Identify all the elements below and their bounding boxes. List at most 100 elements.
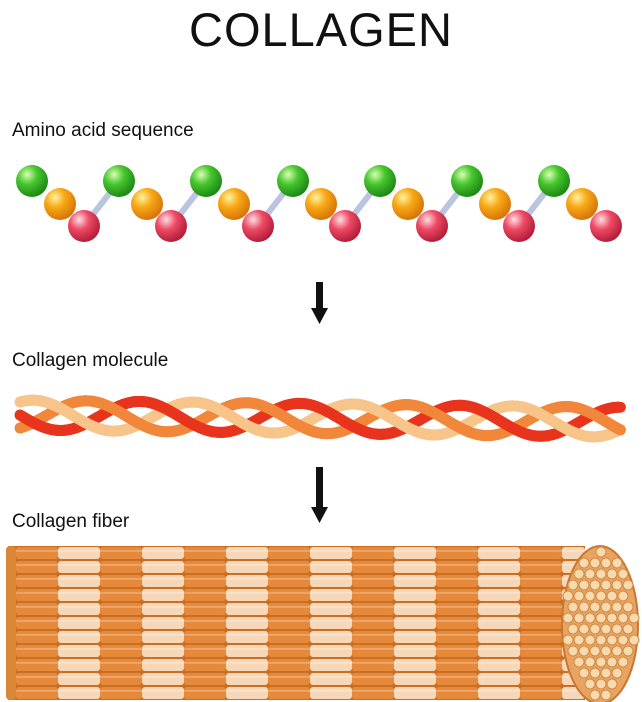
fibril-dark-band <box>436 645 478 657</box>
fibril-dark-band <box>436 603 478 615</box>
fibril-dark-band <box>100 659 142 671</box>
hydroxyproline-sphere <box>416 210 448 242</box>
fibril-light-band <box>142 547 184 559</box>
fibril-light-band <box>310 673 352 685</box>
fibril-dark-band <box>436 547 478 559</box>
fibril-end <box>600 579 612 591</box>
glycine-sphere <box>277 165 309 197</box>
fibril-dark-band <box>16 673 58 685</box>
fibril-end <box>595 678 607 690</box>
fibril-light-band <box>394 547 436 559</box>
fibril-end <box>622 623 634 635</box>
fibril-dark-band <box>184 673 226 685</box>
fibril-dark-band <box>184 547 226 559</box>
fibril-end <box>589 601 601 613</box>
hydroxyproline-sphere <box>329 210 361 242</box>
fibril-light-band <box>58 631 100 643</box>
collagen-fiber-label: Collagen fiber <box>12 511 130 532</box>
fibril-dark-band <box>100 617 142 629</box>
fibril-dark-band <box>100 631 142 643</box>
fibril-end <box>606 590 618 602</box>
fibril-light-band <box>478 561 520 573</box>
fibril-light-band <box>142 589 184 601</box>
fibril-light-band <box>478 589 520 601</box>
fibril-light-band <box>142 645 184 657</box>
fibril-end <box>578 645 590 657</box>
fibril-light-band <box>226 659 268 671</box>
fibril-end <box>606 634 618 646</box>
helix-strand-segment <box>172 409 186 423</box>
fibril-end <box>600 623 612 635</box>
fibril-end <box>567 623 579 635</box>
fibril-end <box>567 601 579 613</box>
fibril-end <box>573 568 585 580</box>
fibril-end <box>622 601 634 613</box>
fibril-end <box>611 601 623 613</box>
fibril-light-band <box>226 631 268 643</box>
fibril-dark-band <box>520 631 562 643</box>
fibril-end <box>600 645 612 657</box>
fibril-light-band <box>58 645 100 657</box>
fibril-end <box>573 590 585 602</box>
fibril-dark-band <box>16 589 58 601</box>
fibril-end <box>595 568 607 580</box>
fibril-end <box>589 667 601 679</box>
fibril-light-band <box>142 687 184 699</box>
fibril-end <box>600 689 612 701</box>
fibril-dark-band <box>268 561 310 573</box>
fibril-dark-band <box>268 547 310 559</box>
fibril-light-band <box>394 659 436 671</box>
fibril-light-band <box>310 645 352 657</box>
fibril-dark-band <box>352 673 394 685</box>
fibril-light-band <box>310 659 352 671</box>
fibril-end <box>589 689 601 701</box>
fibril-end <box>611 557 623 569</box>
fibril-end <box>578 579 590 591</box>
fibril-dark-band <box>268 603 310 615</box>
fibril-dark-band <box>268 645 310 657</box>
fibril-dark-band <box>520 575 562 587</box>
helix-strand-segment <box>547 415 561 429</box>
fibril-dark-band <box>16 575 58 587</box>
fibril-light-band <box>226 561 268 573</box>
fibril-dark-band <box>184 561 226 573</box>
fibril-light-band <box>226 645 268 657</box>
fibril-end <box>617 568 629 580</box>
fibril-end <box>628 634 640 646</box>
fibril-dark-band <box>352 631 394 643</box>
fibril-dark-band <box>184 659 226 671</box>
fibril-light-band <box>478 687 520 699</box>
fibril-light-band <box>142 659 184 671</box>
fibril-light-band <box>394 673 436 685</box>
fibril-dark-band <box>100 547 142 559</box>
fibril-dark-band <box>268 589 310 601</box>
fibril-dark-band <box>520 617 562 629</box>
fibril-end <box>589 645 601 657</box>
down-arrow-icon <box>311 467 328 523</box>
fibril-end <box>606 612 618 624</box>
hydroxyproline-sphere <box>68 210 100 242</box>
fibril-light-band <box>142 575 184 587</box>
fibril-dark-band <box>436 659 478 671</box>
glycine-sphere <box>16 165 48 197</box>
fibril-dark-band <box>352 589 394 601</box>
fibril-end <box>562 612 574 624</box>
fibril-light-band <box>310 575 352 587</box>
fibril-light-band <box>478 673 520 685</box>
fibril-light-band <box>142 617 184 629</box>
fibril-end <box>573 656 585 668</box>
fibril-end <box>595 656 607 668</box>
fibril-light-band <box>226 589 268 601</box>
fibril-light-band <box>226 617 268 629</box>
fibril-light-band <box>478 575 520 587</box>
fibril-dark-band <box>520 589 562 601</box>
fibril-dark-band <box>520 673 562 685</box>
proline-sphere <box>392 188 424 220</box>
helix-strand-segment <box>332 411 346 425</box>
glycine-sphere <box>364 165 396 197</box>
fibril-light-band <box>478 631 520 643</box>
fibril-light-band <box>226 673 268 685</box>
hydroxyproline-sphere <box>155 210 187 242</box>
fibril-light-band <box>478 659 520 671</box>
helix-strand-segment <box>67 409 81 423</box>
